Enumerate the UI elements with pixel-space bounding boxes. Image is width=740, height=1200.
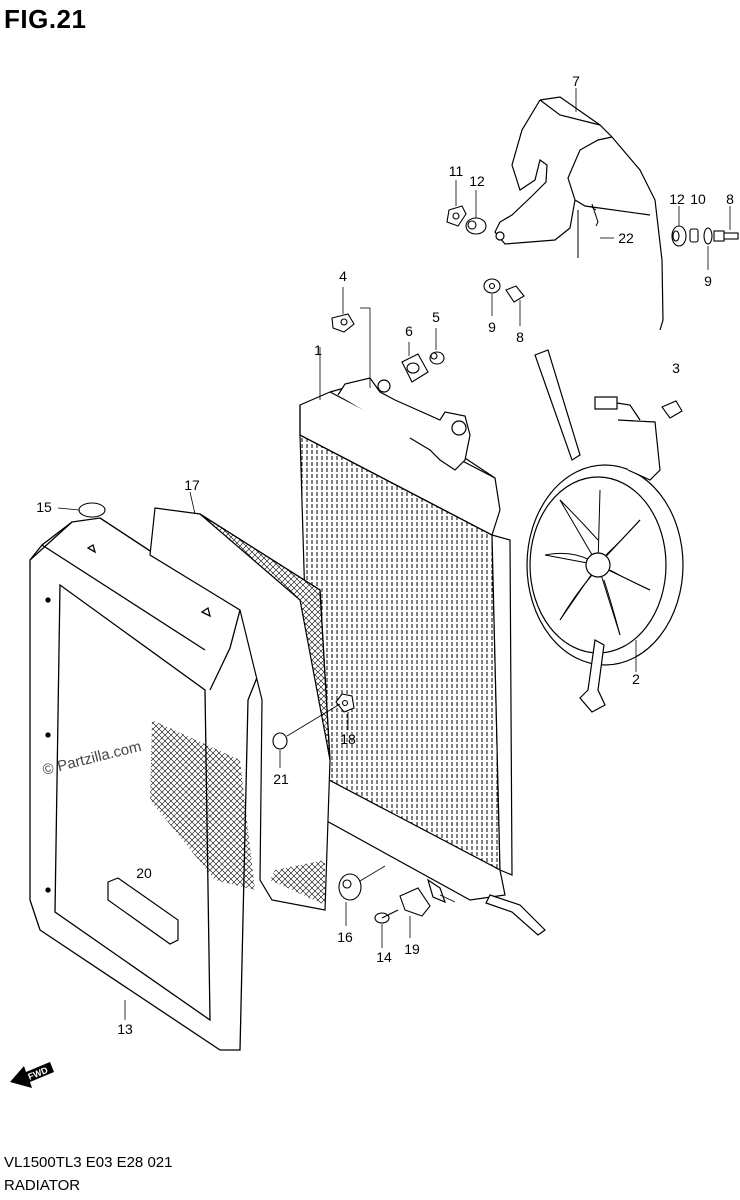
fan-cover-part[interactable] [494,96,664,331]
callout-12-right: 12 [669,191,685,207]
mount-rubber-6[interactable] [401,353,429,383]
washer-9-left[interactable] [483,278,501,294]
nut-18[interactable] [335,693,355,713]
callout-2: 2 [632,671,640,687]
callout-17: 17 [184,477,200,493]
grommet-12-right[interactable] [671,225,687,247]
callout-14: 14 [376,949,392,965]
callout-5: 5 [432,309,440,325]
bolt-3[interactable] [661,400,683,419]
leader-lines [57,88,731,1020]
cushion-15[interactable] [78,502,106,518]
callout-18: 18 [340,731,356,747]
emblem-20[interactable] [107,877,179,945]
fan-motor-assembly[interactable] [526,349,684,713]
callout-7: 7 [572,73,580,89]
fwd-arrow-icon: FWD [10,1062,54,1088]
callout-9-right: 9 [704,273,712,289]
callout-21: 21 [273,771,289,787]
callout-10: 10 [690,191,706,207]
callout-16: 16 [337,929,353,945]
bolt-11[interactable] [446,205,467,227]
callout-6: 6 [405,323,413,339]
bolt-4[interactable] [331,313,355,333]
callout-20: 20 [136,865,152,881]
bracket-19[interactable] [399,887,431,917]
figure-title: FIG.21 [4,4,87,34]
grommet-12-left[interactable] [465,217,487,235]
callout-3: 3 [672,360,680,376]
callout-4: 4 [339,268,347,284]
section-name: RADIATOR [4,1177,81,1194]
callout-15: 15 [36,499,52,515]
bolt-8-right[interactable] [713,230,739,242]
callout-12-left: 12 [469,173,485,189]
washer-21[interactable] [272,732,288,750]
collar-5[interactable] [429,351,445,365]
model-code: VL1500TL3 E03 E28 021 [4,1154,173,1171]
callout-1: 1 [314,342,322,358]
callout-8-left: 8 [516,329,524,345]
callout-19: 19 [404,941,420,957]
callout-11: 11 [449,163,464,179]
washer-9-right[interactable] [703,227,713,245]
bolt-8-left[interactable] [505,285,525,303]
screw-14[interactable] [374,909,399,924]
grommet-16[interactable] [338,873,362,901]
collar-10[interactable] [689,228,699,243]
fwd-label: FWD [27,1065,50,1082]
callout-13: 13 [117,1021,133,1037]
radiator-screen-part[interactable] [149,507,331,911]
callout-8-right: 8 [726,191,734,207]
radiator-cover-part[interactable] [29,517,263,1051]
callout-22: 22 [618,230,634,246]
callout-9-left: 9 [488,319,496,335]
radiator-core-part[interactable] [299,377,546,936]
